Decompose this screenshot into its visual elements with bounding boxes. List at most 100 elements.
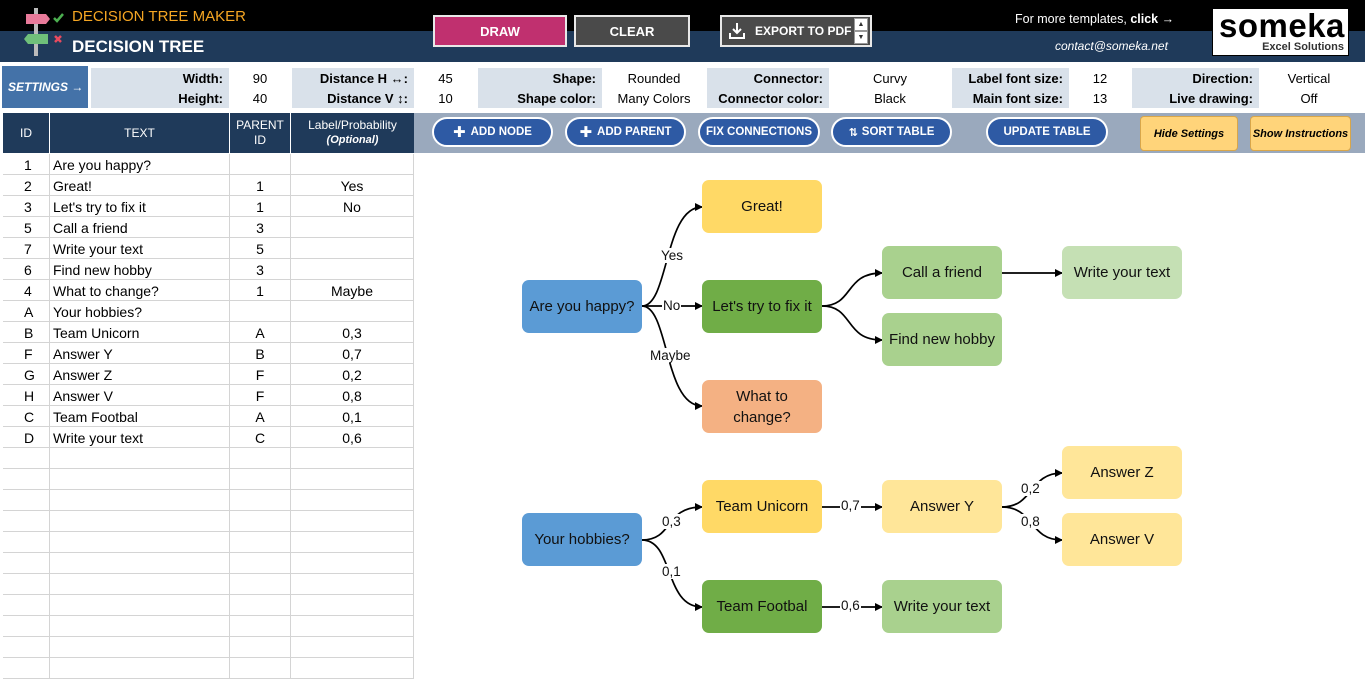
cell-parent-id[interactable]: 1 (230, 196, 291, 217)
table-row[interactable] (3, 553, 414, 574)
cell-id[interactable] (3, 448, 50, 469)
cell-parent-id[interactable] (230, 448, 291, 469)
cell-id[interactable]: 6 (3, 259, 50, 280)
table-row[interactable] (3, 448, 414, 469)
cell-parent-id[interactable] (230, 553, 291, 574)
cell-parent-id[interactable]: 1 (230, 280, 291, 301)
cell-id[interactable] (3, 511, 50, 532)
cell-label[interactable]: Maybe (291, 280, 414, 301)
shape-value[interactable]: Rounded (602, 68, 706, 88)
node-are-you-happy[interactable]: Are you happy? (522, 280, 642, 333)
cell-label[interactable] (291, 217, 414, 238)
cell-text[interactable]: Answer V (50, 385, 230, 406)
cell-parent-id[interactable]: F (230, 364, 291, 385)
node-call-a-friend[interactable]: Call a friend (882, 246, 1002, 299)
show-instructions-button[interactable]: Show Instructions (1250, 116, 1351, 151)
cell-parent-id[interactable] (230, 595, 291, 616)
cell-id[interactable] (3, 616, 50, 637)
node-write-your-text-2[interactable]: Write your text (882, 580, 1002, 633)
shape-color-value[interactable]: Many Colors (602, 88, 706, 108)
cell-text[interactable] (50, 490, 230, 511)
cell-id[interactable] (3, 469, 50, 490)
cell-text[interactable]: Answer Z (50, 364, 230, 385)
fix-connections-button[interactable]: FIX CONNECTIONS (698, 117, 820, 147)
spinner-down-icon[interactable]: ▼ (854, 31, 868, 44)
templates-click[interactable]: click → (1130, 12, 1175, 26)
cell-id[interactable]: D (3, 427, 50, 448)
live-drawing-value[interactable]: Off (1259, 88, 1359, 108)
cell-label[interactable] (291, 154, 414, 175)
cell-parent-id[interactable] (230, 658, 291, 679)
node-team-unicorn[interactable]: Team Unicorn (702, 480, 822, 533)
node-answer-z[interactable]: Answer Z (1062, 446, 1182, 499)
sort-table-button[interactable]: ⇅SORT TABLE (831, 117, 952, 147)
cell-text[interactable]: Team Unicorn (50, 322, 230, 343)
cell-label[interactable] (291, 637, 414, 658)
cell-text[interactable]: Let's try to fix it (50, 196, 230, 217)
cell-text[interactable] (50, 469, 230, 490)
cell-id[interactable]: 2 (3, 175, 50, 196)
cell-parent-id[interactable] (230, 532, 291, 553)
connector-color-value[interactable]: Black (829, 88, 951, 108)
cell-text[interactable]: Great! (50, 175, 230, 196)
cell-label[interactable]: Yes (291, 175, 414, 196)
table-row[interactable] (3, 469, 414, 490)
cell-id[interactable]: A (3, 301, 50, 322)
table-row[interactable] (3, 637, 414, 658)
cell-parent-id[interactable] (230, 616, 291, 637)
settings-label[interactable]: SETTINGS → (2, 66, 88, 108)
cell-label[interactable]: 0,3 (291, 322, 414, 343)
cell-label[interactable] (291, 490, 414, 511)
cell-parent-id[interactable]: 3 (230, 217, 291, 238)
cell-parent-id[interactable]: 5 (230, 238, 291, 259)
main-font-size-value[interactable]: 13 (1069, 88, 1131, 108)
cell-label[interactable] (291, 448, 414, 469)
cell-text[interactable] (50, 553, 230, 574)
cell-parent-id[interactable] (230, 301, 291, 322)
cell-id[interactable]: 5 (3, 217, 50, 238)
cell-id[interactable] (3, 553, 50, 574)
cell-label[interactable]: 0,6 (291, 427, 414, 448)
cell-parent-id[interactable]: 1 (230, 175, 291, 196)
cell-text[interactable]: Are you happy? (50, 154, 230, 175)
node-write-your-text-1[interactable]: Write your text (1062, 246, 1182, 299)
cell-parent-id[interactable] (230, 469, 291, 490)
cell-id[interactable] (3, 574, 50, 595)
cell-id[interactable]: G (3, 364, 50, 385)
node-great[interactable]: Great! (702, 180, 822, 233)
cell-label[interactable] (291, 238, 414, 259)
cell-id[interactable] (3, 595, 50, 616)
node-answer-y[interactable]: Answer Y (882, 480, 1002, 533)
draw-button[interactable]: DRAW (433, 15, 567, 47)
cell-text[interactable]: Write your text (50, 238, 230, 259)
cell-id[interactable]: C (3, 406, 50, 427)
cell-label[interactable]: 0,2 (291, 364, 414, 385)
cell-text[interactable] (50, 637, 230, 658)
connector-value[interactable]: Curvy (829, 68, 951, 88)
cell-text[interactable]: Your hobbies? (50, 301, 230, 322)
cell-label[interactable] (291, 301, 414, 322)
cell-text[interactable] (50, 616, 230, 637)
cell-text[interactable]: Team Footbal (50, 406, 230, 427)
cell-id[interactable]: B (3, 322, 50, 343)
brand-logo[interactable]: someka Excel Solutions (1212, 7, 1349, 56)
cell-id[interactable] (3, 532, 50, 553)
cell-label[interactable] (291, 574, 414, 595)
cell-text[interactable] (50, 658, 230, 679)
cell-text[interactable] (50, 595, 230, 616)
clear-button[interactable]: CLEAR (574, 15, 690, 47)
cell-parent-id[interactable]: 3 (230, 259, 291, 280)
node-team-footbal[interactable]: Team Footbal (702, 580, 822, 633)
cell-id[interactable] (3, 637, 50, 658)
cell-text[interactable] (50, 532, 230, 553)
table-row[interactable] (3, 532, 414, 553)
